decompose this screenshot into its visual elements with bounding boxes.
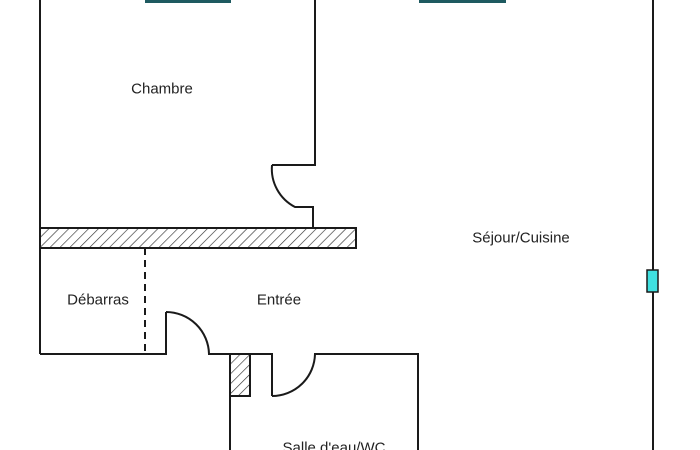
room-label-salle: Salle d'eau/WC [282, 439, 386, 450]
entree-bottom-wall [40, 312, 167, 355]
chambre-right-wall [272, 0, 316, 166]
load-bearing-wall [39, 227, 357, 249]
salle-top-wall [250, 353, 273, 396]
window-chambre [145, 0, 231, 3]
window-side [646, 269, 659, 293]
entrance-door [165, 311, 230, 355]
room-label-chambre: Chambre [131, 80, 193, 98]
small-load-bearing-wall [229, 353, 251, 397]
window-sejour [419, 0, 506, 3]
salle-door [271, 353, 419, 450]
room-label-entree: Entrée [256, 291, 302, 309]
room-label-sejour: Séjour/Cuisine [472, 229, 570, 247]
room-label-debarras: Débarras [67, 291, 129, 309]
chambre-door [270, 164, 314, 228]
